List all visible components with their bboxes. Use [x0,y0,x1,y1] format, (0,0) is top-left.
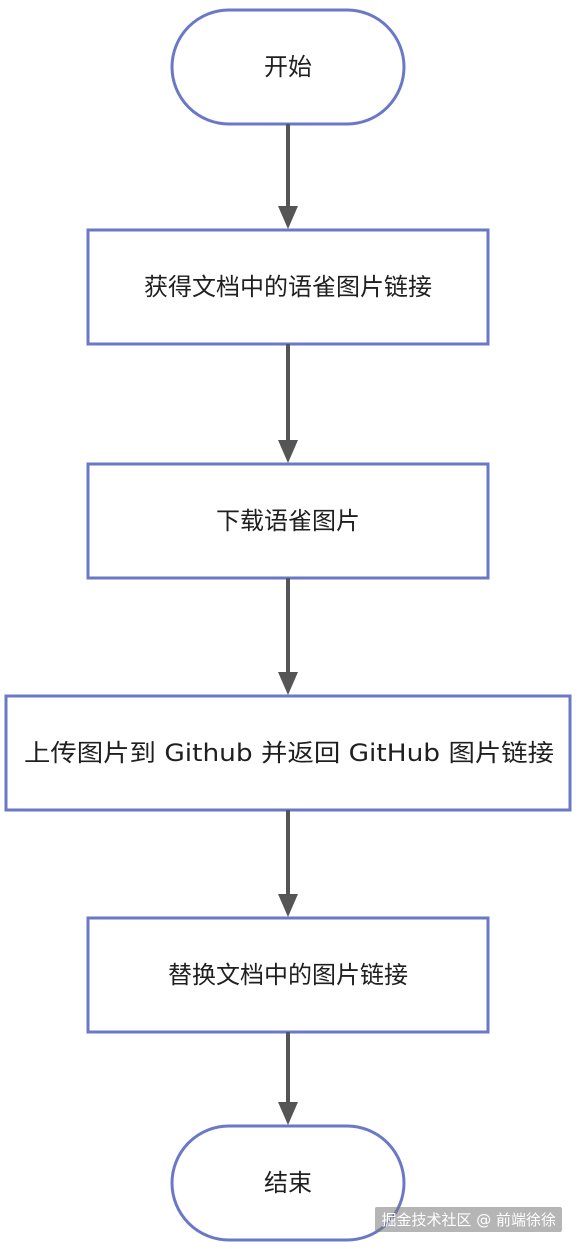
upload-node: 上传图片到 Github 并返回 GitHub 图片链接 [4,694,572,812]
start-node: 开始 [170,8,406,126]
arrow-upload-to-replace [278,810,298,917]
download-node: 下载语雀图片 [86,462,490,580]
get-links-node-label: 获得文档中的语雀图片链接 [144,273,432,301]
arrow-start-to-get-links [278,124,298,229]
upload-node-label: 上传图片到 Github 并返回 GitHub 图片链接 [24,739,554,767]
watermark-text: 掘金技术社区 @ 前端徐徐 [375,1207,562,1232]
replace-node-label: 替换文档中的图片链接 [168,961,408,989]
arrow-replace-to-end [278,1032,298,1125]
download-node-label: 下载语雀图片 [216,507,360,535]
start-node-label: 开始 [264,53,312,81]
end-node: 结束 [170,1124,406,1242]
arrow-download-to-upload [278,578,298,695]
replace-node: 替换文档中的图片链接 [86,916,490,1034]
get-links-node: 获得文档中的语雀图片链接 [86,228,490,346]
end-node-label: 结束 [264,1169,312,1197]
arrow-get-links-to-download [278,344,298,463]
